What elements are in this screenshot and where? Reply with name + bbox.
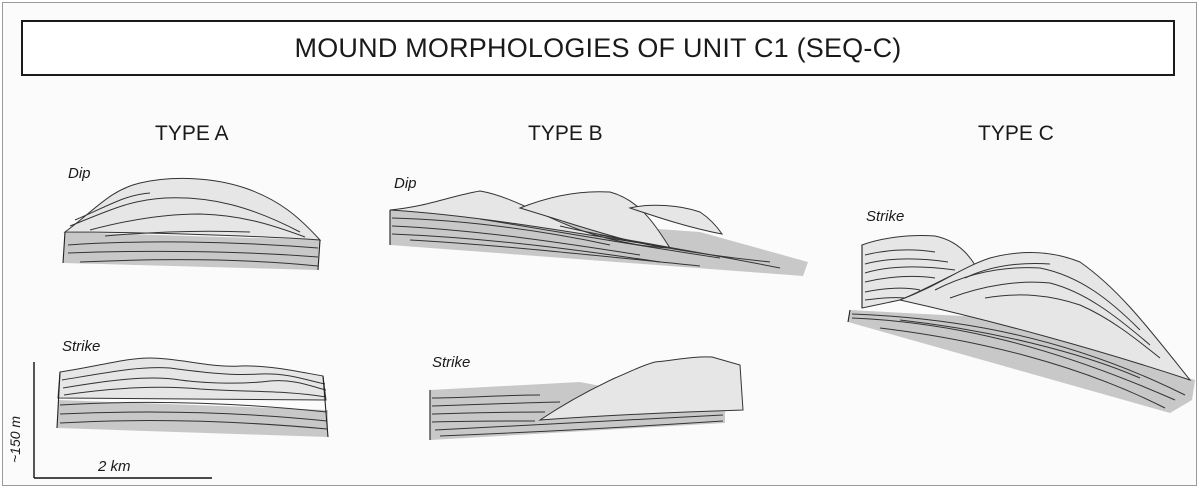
type-b-strike-label: Strike	[432, 354, 470, 371]
type-a-dip-label: Dip	[68, 165, 91, 182]
type-a-strike-section	[57, 358, 328, 437]
type-b-dip-label: Dip	[394, 175, 417, 192]
type-a-dip-section	[63, 178, 320, 270]
type-a-strike-label: Strike	[62, 338, 100, 355]
type-b-strike-section	[430, 357, 743, 440]
type-c-strike-section	[848, 235, 1195, 413]
horizontal-scale-label: 2 km	[98, 458, 131, 475]
vertical-scale-label: ~150 m	[7, 416, 23, 463]
type-c-strike-label: Strike	[866, 208, 904, 225]
type-b-dip-section	[390, 191, 808, 276]
